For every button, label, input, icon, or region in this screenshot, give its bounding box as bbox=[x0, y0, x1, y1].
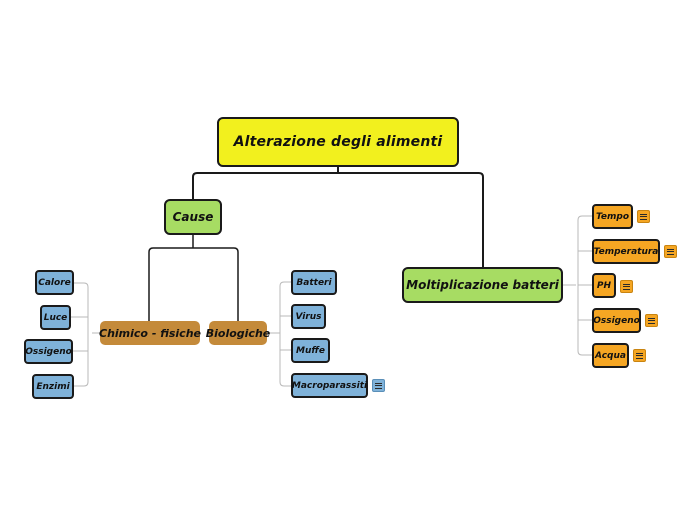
node-moltiplicazione-batteri[interactable]: Moltiplicazione batteri bbox=[402, 267, 563, 303]
node-biologiche[interactable]: Biologiche bbox=[206, 321, 270, 345]
note-icon[interactable] bbox=[620, 280, 633, 293]
leaf-virus[interactable]: Virus bbox=[291, 304, 326, 329]
note-icon[interactable] bbox=[633, 349, 646, 362]
leaf-muffe[interactable]: Muffe bbox=[291, 338, 330, 363]
note-icon[interactable] bbox=[372, 379, 385, 392]
leaf-calore[interactable]: Calore bbox=[35, 270, 74, 295]
connector-moltiplicazione bbox=[563, 215, 592, 356]
leaf-batteri[interactable]: Batteri bbox=[291, 270, 337, 295]
node-chimico-fisiche[interactable]: Chimico - fisiche bbox=[99, 321, 201, 345]
connector-root bbox=[192, 167, 484, 268]
note-icon[interactable] bbox=[637, 210, 650, 223]
leaf-enzimi[interactable]: Enzimi bbox=[32, 374, 74, 399]
leaf-luce[interactable]: Luce bbox=[40, 305, 71, 330]
leaf-ossigeno[interactable]: Ossigeno bbox=[592, 308, 641, 333]
leaf-acqua[interactable]: Acqua bbox=[592, 343, 629, 368]
leaf-temperatura[interactable]: Temperatura bbox=[592, 239, 660, 264]
leaf-macroparassiti[interactable]: Macroparassiti bbox=[291, 373, 368, 398]
leaf-tempo[interactable]: Tempo bbox=[592, 204, 633, 229]
connector-cause bbox=[148, 235, 239, 321]
note-icon[interactable] bbox=[664, 245, 677, 258]
note-icon[interactable] bbox=[645, 314, 658, 327]
leaf-ph[interactable]: PH bbox=[592, 273, 616, 298]
leaf-ossigeno[interactable]: Ossigeno bbox=[24, 339, 73, 364]
connector-chimico bbox=[71, 282, 100, 387]
node-cause[interactable]: Cause bbox=[164, 199, 222, 235]
root-node[interactable]: Alterazione degli alimenti bbox=[217, 117, 459, 167]
connector-biologiche bbox=[267, 281, 291, 387]
